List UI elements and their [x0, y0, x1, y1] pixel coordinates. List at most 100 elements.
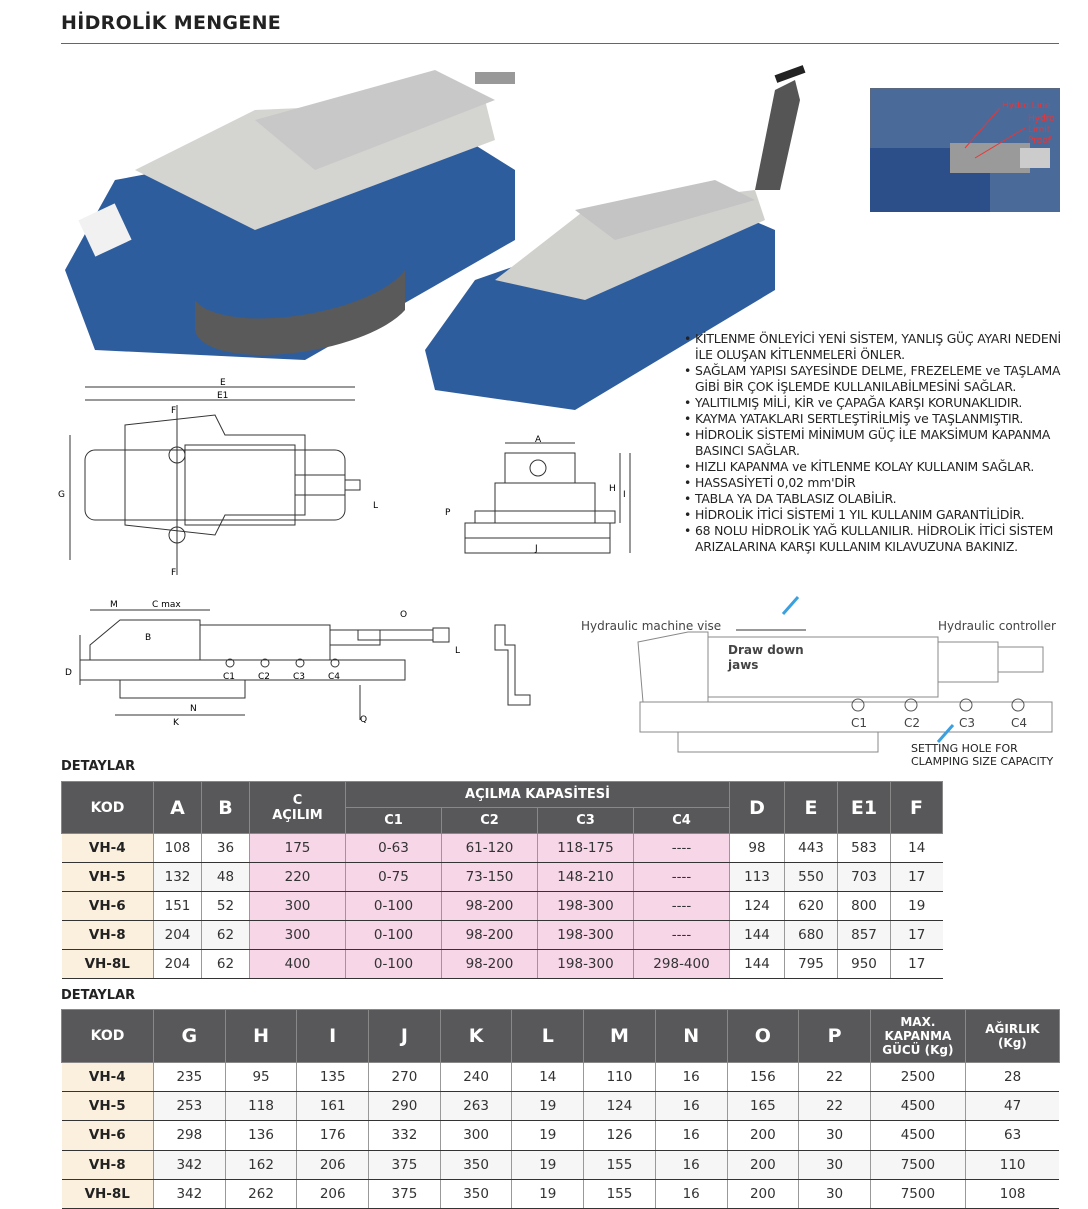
table-cell: 161: [296, 1091, 369, 1122]
col-f: F: [890, 781, 943, 834]
svg-text:M: M: [110, 600, 118, 610]
svg-text:P: P: [445, 508, 451, 518]
table-cell: 800: [837, 891, 891, 921]
svg-text:F: F: [171, 568, 176, 578]
table-cell: 155: [583, 1179, 656, 1209]
table-cell: 148-210: [537, 862, 634, 892]
table-cell: 198-300: [537, 949, 634, 979]
col-header: I: [296, 1009, 370, 1063]
model-code-cell: VH-8: [61, 920, 154, 950]
svg-text:Hydraulic controller: Hydraulic controller: [938, 619, 1056, 633]
table-cell: 28: [964, 1062, 1060, 1093]
model-code-cell: VH-8L: [61, 949, 154, 979]
svg-text:E: E: [220, 378, 226, 388]
table-cell: ----: [633, 862, 730, 892]
svg-text:C3: C3: [293, 672, 305, 682]
table-cell: 200: [726, 1120, 799, 1151]
table-cell: 857: [837, 920, 891, 950]
table-cell: 263: [439, 1091, 512, 1122]
table-cell: 300: [249, 920, 346, 950]
table-cell: 235: [153, 1062, 226, 1093]
feature-item: YALITILMIŞ MİLİ, KİR ve ÇAPAĞA KARŞI KOR…: [682, 395, 1067, 411]
table-cell: 118: [224, 1091, 297, 1122]
table-cell: 19: [511, 1120, 584, 1151]
table-cell: 0-63: [345, 833, 442, 863]
table-cell: 47: [964, 1091, 1060, 1122]
table-cell: 176: [296, 1120, 369, 1151]
table-cell: 118-175: [537, 833, 634, 863]
svg-text:C max: C max: [152, 600, 181, 610]
table-cell: 16: [654, 1179, 727, 1209]
table-cell: 110: [583, 1062, 656, 1093]
table-cell: 165: [726, 1091, 799, 1122]
svg-text:jaws: jaws: [727, 658, 758, 672]
table-cell: 262: [224, 1179, 297, 1209]
table-cell: 198-300: [537, 891, 634, 921]
feature-item: TABLA YA DA TABLASIZ OLABİLİR.: [682, 491, 1067, 507]
col-c4: C4: [633, 807, 730, 834]
feature-item: KİTLENME ÖNLEYİCİ YENİ SİSTEM, YANLIŞ GÜ…: [682, 331, 1067, 363]
table-cell: 30: [798, 1120, 871, 1151]
table-cell: ----: [633, 833, 730, 863]
table-cell: 342: [153, 1179, 226, 1209]
table-cell: 175: [249, 833, 346, 863]
feature-item: 68 NOLU HİDROLİK YAĞ KULLANILIR. HİDROLİ…: [682, 523, 1067, 555]
table-cell: 73-150: [441, 862, 538, 892]
col-group-capacity: AÇILMA KAPASİTESİ: [345, 781, 730, 808]
svg-text:Draw down: Draw down: [728, 643, 804, 657]
table-cell: 583: [837, 833, 891, 863]
model-code-cell: VH-4: [61, 833, 154, 863]
table-cell: 0-100: [345, 891, 442, 921]
model-code-cell: VH-5: [61, 1091, 154, 1122]
table-cell: 342: [153, 1150, 226, 1180]
table-cell: 220: [249, 862, 346, 892]
table-cell: 126: [583, 1120, 656, 1151]
table-cell: 16: [654, 1120, 727, 1151]
table-cell: 14: [511, 1062, 584, 1093]
svg-text:C2: C2: [258, 672, 270, 682]
svg-text:L: L: [455, 646, 460, 656]
table-cell: 290: [368, 1091, 441, 1122]
vise-large-image: [65, 70, 515, 360]
table-cell: 332: [368, 1120, 441, 1151]
table-cell: 30: [798, 1150, 871, 1180]
svg-text:K: K: [173, 718, 180, 728]
table-cell: 136: [224, 1120, 297, 1151]
col-header: J: [368, 1009, 441, 1063]
col-d: D: [729, 781, 785, 834]
table-cell: 253: [153, 1091, 226, 1122]
svg-text:G: G: [58, 490, 65, 500]
svg-text:Limit: Limit: [1028, 125, 1051, 135]
table-cell: 17: [890, 949, 943, 979]
table-cell: 98-200: [441, 920, 538, 950]
col-header-w: AĞIRLIK(Kg): [964, 1009, 1060, 1063]
model-code-cell: VH-6: [61, 891, 154, 921]
svg-text:D: D: [65, 668, 72, 678]
col-c3: C3: [537, 807, 634, 834]
table-cell: 113: [729, 862, 785, 892]
table-cell: 17: [890, 862, 943, 892]
table-cell: 350: [439, 1150, 512, 1180]
svg-text:O: O: [400, 610, 407, 620]
table-cell: 98: [729, 833, 785, 863]
svg-text:F: F: [171, 406, 176, 416]
vise-small-image: [425, 65, 806, 410]
col-a: A: [153, 781, 202, 834]
col-header: H: [224, 1009, 298, 1063]
col-header: M: [583, 1009, 656, 1063]
table-cell: 375: [368, 1179, 441, 1209]
front-view-drawing: AH IP J: [445, 435, 631, 554]
table-cell: 300: [439, 1120, 512, 1151]
table-cell: 950: [837, 949, 891, 979]
table-cell: 48: [201, 862, 250, 892]
